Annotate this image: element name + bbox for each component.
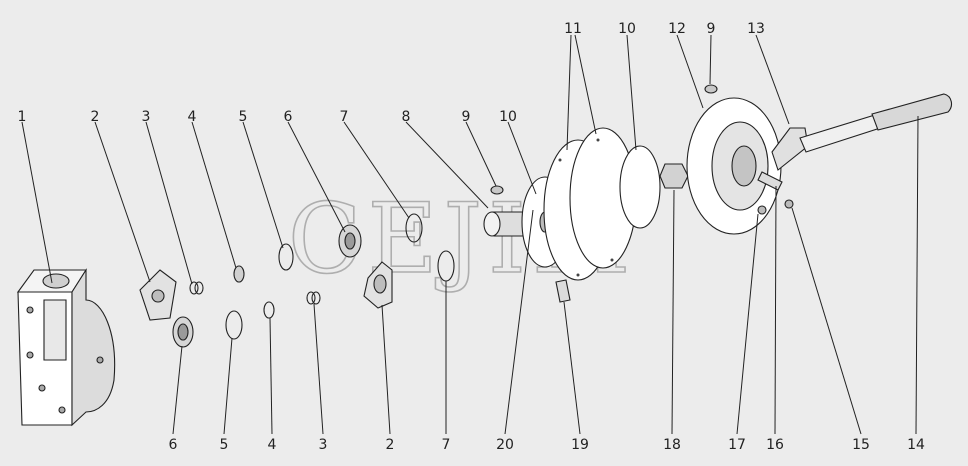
callout-1: 1 [18,109,27,125]
callout-2-bottom: 2 [386,437,395,453]
part-3-spring-lower [306,291,321,305]
part-1-housing [16,268,116,427]
callout-2-top: 2 [91,109,100,125]
callout-6-top: 6 [284,109,293,125]
callout-17: 17 [728,437,746,453]
callout-10-left: 10 [499,109,517,125]
part-2-flange-lower [363,261,393,309]
part-6-seal-lower [172,316,194,348]
callout-3-top: 3 [142,109,151,125]
part-17-washer [757,205,767,215]
part-4-ring-lower [263,301,275,319]
part-4-ring-upper [233,265,245,283]
callout-4-bottom: 4 [268,437,277,453]
callout-6-bottom: 6 [169,437,178,453]
part-19-bolt [555,279,571,303]
part-7-snap-ring-upper [405,213,423,243]
callout-3-bottom: 3 [319,437,328,453]
callout-5-top: 5 [239,109,248,125]
part-12-cover [686,97,782,235]
part-5-o-ring-upper [278,243,294,271]
part-9-nut-left [490,185,504,195]
callout-18: 18 [663,437,681,453]
part-15-screw [784,199,794,209]
callout-13: 13 [747,21,765,37]
callout-7-bottom: 7 [442,437,451,453]
callout-12: 12 [668,21,686,37]
part-2-flange-upper [139,269,177,321]
callout-10-right: 10 [618,21,636,37]
callout-4-top: 4 [188,109,197,125]
part-10-disc-right [619,145,661,229]
callout-5-bottom: 5 [220,437,229,453]
callout-8: 8 [402,109,411,125]
callout-15: 15 [852,437,870,453]
part-13-14-lever [771,93,953,171]
part-11-disc-b [569,127,637,269]
part-6-seal-upper [338,224,362,258]
callout-9-right: 9 [707,21,716,37]
part-3-spring-upper [189,281,204,295]
callout-7-top: 7 [340,109,349,125]
part-18-nut [659,163,689,189]
callout-9-left: 9 [462,109,471,125]
callout-20: 20 [496,437,514,453]
part-8-shaft [483,211,529,237]
part-9-nut-right [704,84,718,94]
leader-lines [21,34,919,435]
callout-14: 14 [907,437,925,453]
part-5-o-ring-lower [225,310,243,340]
part-17-bolt [757,171,783,191]
callout-16: 16 [766,437,784,453]
callout-11: 11 [564,21,582,37]
callout-19: 19 [571,437,589,453]
